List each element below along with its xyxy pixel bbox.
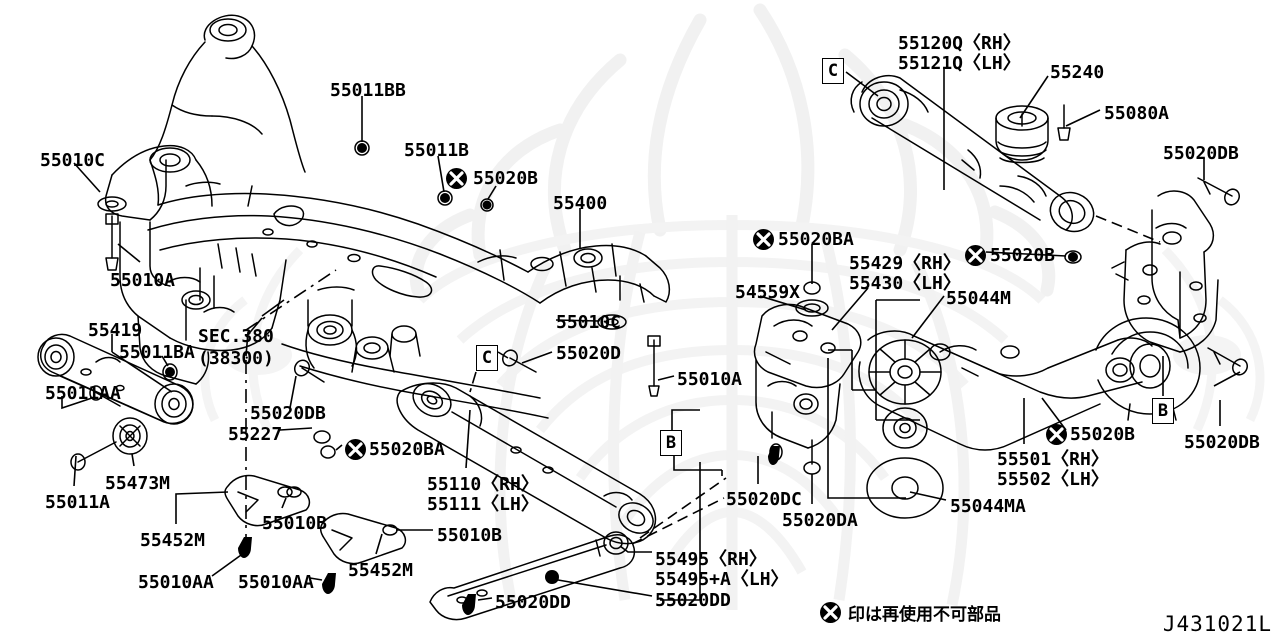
callout-box-c-1: C — [476, 345, 498, 371]
part-label-55473m: 55473M — [105, 473, 171, 494]
part-label-55010c: 55010C — [40, 150, 106, 171]
part-label-55020db: 55020DB — [1184, 432, 1260, 453]
part-label-55400: 55400 — [553, 193, 608, 214]
part-label-55240: 55240 — [1050, 62, 1105, 83]
part-label-55121qlh: 55121Q〈LH〉 — [898, 53, 1021, 74]
part-label-55020da: 55020DA — [782, 510, 858, 531]
non-reusable-icon — [1046, 424, 1067, 445]
part-label-sec380: SEC.380 — [198, 326, 274, 347]
part-label-55044ma: 55044MA — [950, 496, 1026, 517]
part-label-55010aa: 55010AA — [238, 572, 314, 593]
part-label-55011aa: 55011AA — [45, 383, 121, 404]
non-reusable-icon — [446, 168, 467, 189]
part-label-55419: 55419 — [88, 320, 143, 341]
part-label-54559x: 54559X — [735, 282, 801, 303]
part-label-55120qrh: 55120Q〈RH〉 — [898, 33, 1021, 54]
part-label-55011bb: 55011BB — [330, 80, 406, 101]
non-reusable-icon — [753, 229, 774, 250]
legend-text: 印は再使用不可部品 — [848, 605, 1001, 625]
part-label-55020dc: 55020DC — [726, 489, 802, 510]
part-label-38300: (38300) — [198, 348, 274, 369]
part-label-55011a: 55011A — [45, 492, 111, 513]
part-label-55010b: 55010B — [262, 513, 328, 534]
part-label-55011b: 55011B — [404, 140, 470, 161]
part-label-55020db: 55020DB — [250, 403, 326, 424]
part-label-55010a: 55010A — [677, 369, 743, 390]
non-reusable-icon — [820, 602, 841, 623]
part-label-55044m: 55044M — [946, 288, 1012, 309]
part-label-55010aa: 55010AA — [138, 572, 214, 593]
part-label-55020db: 55020DB — [1163, 143, 1239, 164]
part-label-55010a: 55010A — [110, 270, 176, 291]
part-label-55020dd: 55020DD — [655, 590, 731, 611]
part-label-55010c: 55010C — [556, 312, 622, 333]
part-label-55020b: 55020B — [473, 168, 539, 189]
part-label-55080a: 55080A — [1104, 103, 1170, 124]
part-label-55020ba: 55020BA — [369, 439, 445, 460]
part-label-55020b: 55020B — [990, 245, 1056, 266]
part-label-55011ba: 55011BA — [119, 342, 195, 363]
part-label-55452m: 55452M — [140, 530, 206, 551]
legend: 印は再使用不可部品 — [820, 600, 1001, 625]
part-label-55010b: 55010B — [437, 525, 503, 546]
part-label-55429rh: 55429〈RH〉 — [849, 253, 961, 274]
part-label-55501rh: 55501〈RH〉 — [997, 449, 1109, 470]
callout-box-b-2: B — [660, 430, 682, 456]
part-label-55495+alh: 55495+A〈LH〉 — [655, 569, 789, 590]
callout-box-b-3: B — [1152, 398, 1174, 424]
part-label-55495rh: 55495〈RH〉 — [655, 549, 767, 570]
non-reusable-icon — [965, 245, 986, 266]
part-label-55502lh: 55502〈LH〉 — [997, 469, 1109, 490]
part-label-55020d: 55020D — [556, 343, 622, 364]
part-label-55111lh: 55111〈LH〉 — [427, 494, 539, 515]
non-reusable-icon — [345, 439, 366, 460]
part-label-55020ba: 55020BA — [778, 229, 854, 250]
part-label-55020dd: 55020DD — [495, 592, 571, 613]
diagram-code: J431021L — [1162, 612, 1272, 636]
part-label-55430lh: 55430〈LH〉 — [849, 273, 961, 294]
part-label-55452m: 55452M — [348, 560, 414, 581]
callout-box-c-0: C — [822, 58, 844, 84]
part-label-55020b: 55020B — [1070, 424, 1136, 445]
part-label-55227: 55227 — [228, 424, 283, 445]
part-label-55110rh: 55110〈RH〉 — [427, 474, 539, 495]
